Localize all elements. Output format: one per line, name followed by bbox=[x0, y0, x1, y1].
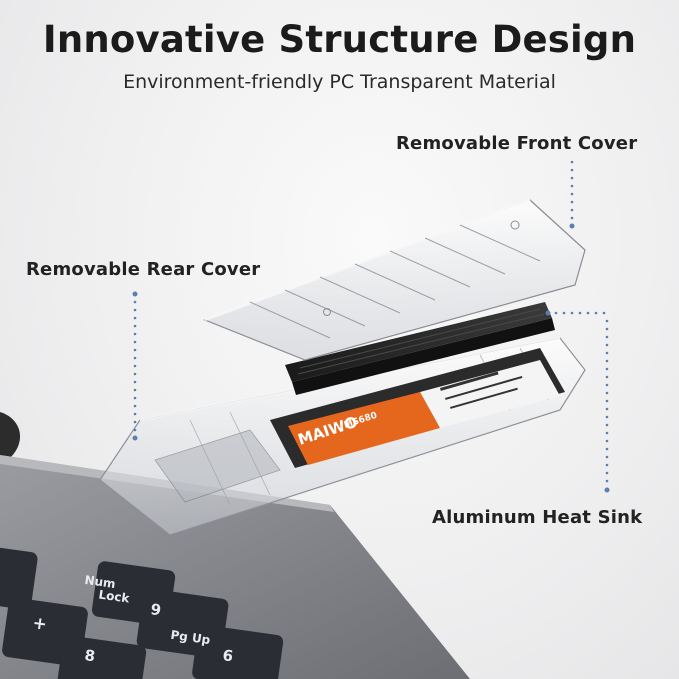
callout-front-cover: Removable Front Cover bbox=[396, 133, 638, 154]
callout-leaders bbox=[132, 160, 610, 493]
key-num-lock-line1: Num bbox=[84, 573, 117, 591]
page-subtitle: Environment-friendly PC Transparent Mate… bbox=[123, 71, 556, 93]
leader-heat-sink bbox=[545, 310, 610, 493]
key-9-label: 9 bbox=[149, 600, 162, 619]
page-title: Innovative Structure Design bbox=[42, 18, 637, 61]
leader-front-cover bbox=[569, 160, 575, 229]
key-num-lock-line2: Lock bbox=[98, 587, 132, 605]
front-cover bbox=[203, 198, 586, 361]
key-6-label: 6 bbox=[221, 646, 234, 665]
m2-ssd: MAIWO MS680 bbox=[270, 348, 565, 468]
leader-rear-cover bbox=[132, 291, 138, 441]
key-plus-label: + bbox=[31, 613, 48, 635]
callout-rear-cover: Removable Rear Cover bbox=[26, 259, 261, 280]
ssd-label bbox=[288, 392, 440, 465]
laptop: Num Lock 9 Pg Up + 8 6 bbox=[0, 455, 470, 679]
aluminum-heat-sink bbox=[285, 302, 555, 395]
usb-cable bbox=[0, 412, 21, 462]
key-8-label: 8 bbox=[83, 646, 96, 665]
keyboard-keys bbox=[0, 543, 284, 679]
callout-heat-sink: Aluminum Heat Sink bbox=[432, 507, 643, 528]
key-pgup-label: Pg Up bbox=[170, 628, 212, 647]
